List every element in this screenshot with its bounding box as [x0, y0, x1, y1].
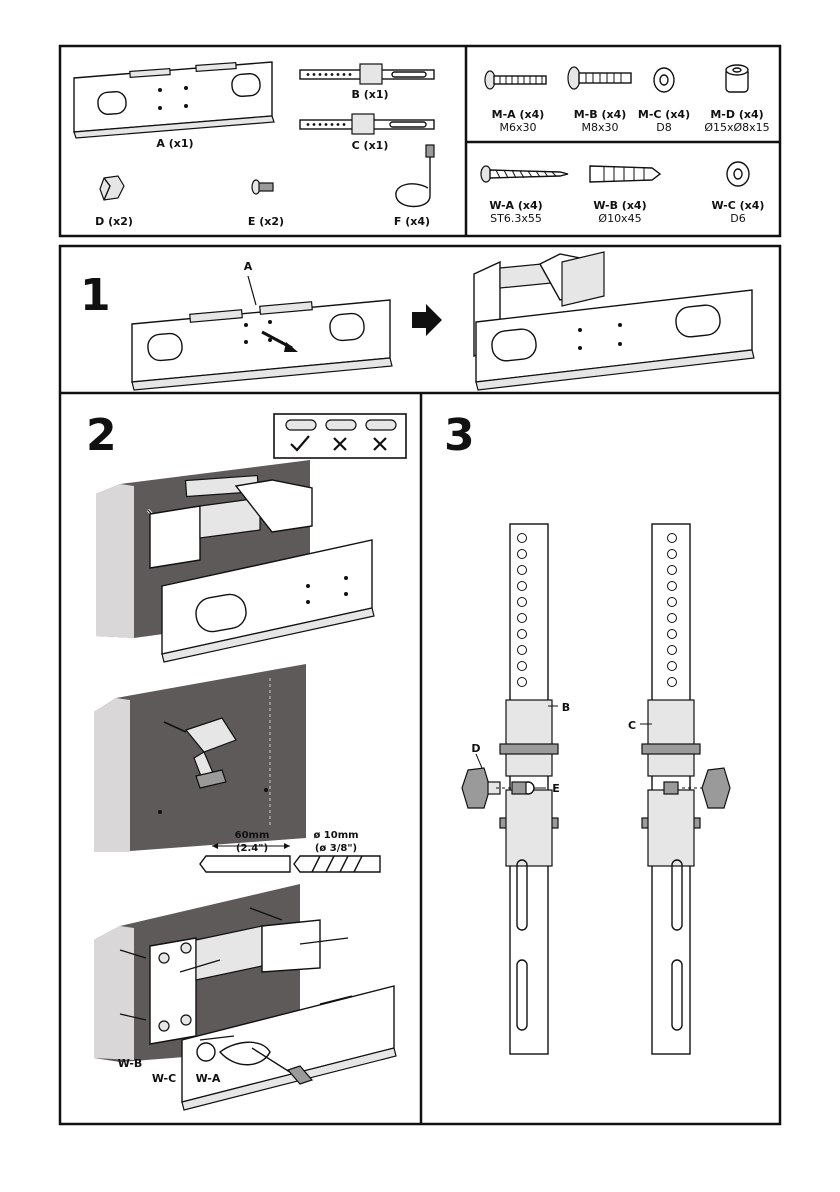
callout-b: B	[562, 701, 570, 714]
step-2-wall-with-level	[96, 460, 374, 662]
part-e-label: E (x2)	[248, 215, 284, 228]
m-a-size: M6x30	[500, 121, 537, 134]
part-b-label: B (x1)	[351, 88, 388, 101]
step-1-callout-a: A	[244, 260, 253, 273]
drill-depth-mm: 60mm	[235, 830, 270, 841]
part-b-arm	[300, 64, 434, 84]
step-2-drilling-wall	[94, 664, 306, 852]
callout-w-c: W-C	[152, 1072, 176, 1085]
drill-bit-inch: (ø 3/8")	[315, 843, 357, 854]
part-d-label: D (x2)	[95, 215, 133, 228]
w-a-size: ST6.3x55	[490, 212, 542, 225]
bracket-c-arm	[640, 524, 730, 1054]
step-1-number: 1	[80, 270, 111, 321]
step-2-fixing-mount	[94, 884, 396, 1110]
m-b-screw-icon	[568, 67, 631, 89]
m-a-screw-icon	[485, 71, 546, 89]
m-c-code: M-C (x4)	[638, 108, 690, 121]
w-a-code: W-A (x4)	[489, 199, 542, 212]
part-f-label: F (x4)	[394, 215, 430, 228]
part-c-label: C (x1)	[352, 139, 389, 152]
step-3-number: 3	[444, 410, 475, 461]
w-b-size: Ø10x45	[598, 212, 641, 225]
callout-d: D	[471, 742, 480, 755]
callout-w-b: W-B	[118, 1057, 143, 1070]
w-c-washer-icon	[727, 162, 749, 186]
m-d-spacer-icon	[726, 65, 748, 92]
callout-e: E	[552, 782, 560, 795]
step-1-arrow-icon	[412, 304, 442, 336]
w-b-anchor-icon	[590, 166, 660, 182]
step-2-number: 2	[86, 410, 117, 461]
bracket-b-arm	[500, 524, 558, 1054]
m-d-size: Ø15xØ8x15	[704, 121, 769, 134]
part-c-arm	[300, 114, 434, 134]
m-d-code: M-D (x4)	[710, 108, 763, 121]
part-a-label: A (x1)	[156, 137, 193, 150]
callout-w-a: W-A	[196, 1072, 221, 1085]
part-d-knob	[100, 176, 124, 200]
callout-c: C	[628, 719, 636, 732]
part-f-cable-tie	[396, 145, 434, 207]
m-b-code: M-B (x4)	[574, 108, 627, 121]
m-c-size: D8	[656, 121, 671, 134]
m-c-washer-icon	[654, 68, 674, 92]
w-a-lag-screw-icon	[481, 166, 568, 182]
drill-bit-mm: ø 10mm	[313, 830, 358, 841]
step-1-assembled-mount	[474, 252, 754, 390]
drill-depth-inch: (2.4")	[236, 843, 268, 854]
w-b-code: W-B (x4)	[593, 199, 646, 212]
level-check-box	[274, 414, 406, 458]
w-c-code: W-C (x4)	[712, 199, 765, 212]
w-c-size: D6	[730, 212, 745, 225]
part-a-wall-plate	[74, 62, 274, 138]
part-e-bolt	[252, 180, 273, 194]
m-a-code: M-A (x4)	[492, 108, 545, 121]
m-b-size: M8x30	[582, 121, 619, 134]
step-1-wall-plate	[132, 276, 392, 390]
